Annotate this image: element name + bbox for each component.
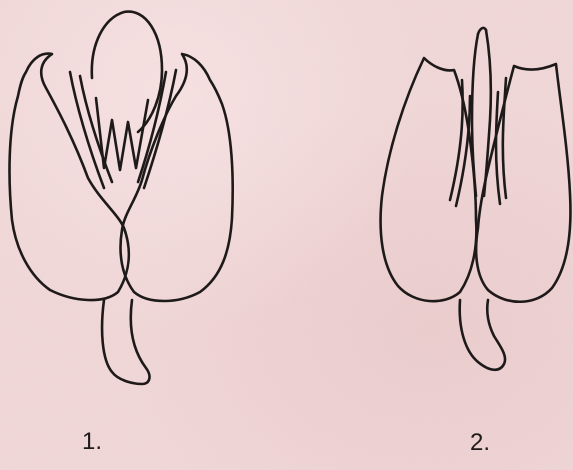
figure-label-2: 2. xyxy=(470,431,490,455)
figure-label-1: 1. xyxy=(82,430,102,454)
